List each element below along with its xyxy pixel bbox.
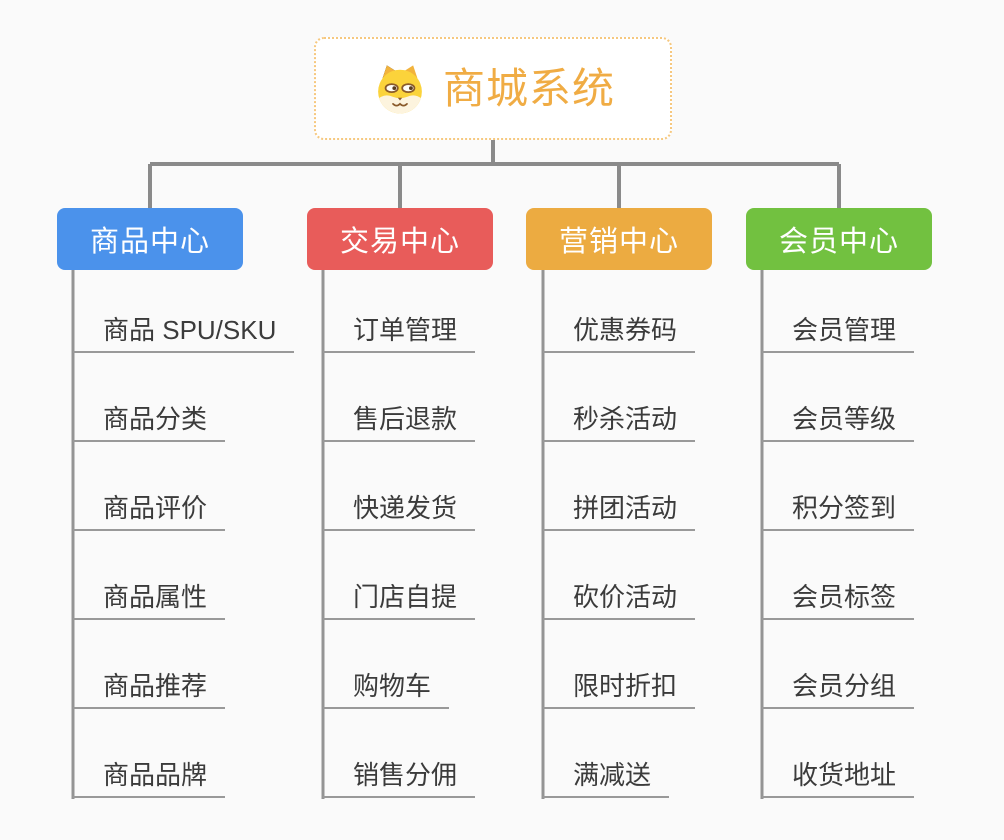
leaf-label: 快递发货 <box>353 493 458 524</box>
leaf-label: 销售分佣 <box>353 760 458 791</box>
leaf-label: 限时折扣 <box>573 671 678 702</box>
root-title: 商城系统 <box>442 64 615 112</box>
leaf-node[interactable]: 商品属性 <box>73 531 226 620</box>
leaf-label: 砍价活动 <box>573 582 678 613</box>
branch-node-marketing-center[interactable]: 营销中心 <box>526 208 712 270</box>
leaf-node[interactable]: 收货地址 <box>762 709 915 798</box>
leaf-node[interactable]: 会员管理 <box>762 264 915 353</box>
leaf-column-member: 会员管理 会员等级 积分签到 会员标签 会员分组 收货地址 <box>762 264 915 798</box>
leaf-label: 门店自提 <box>353 582 458 613</box>
branch-trunk-lines <box>71 270 764 799</box>
leaf-label: 售后退款 <box>353 404 458 435</box>
leaf-label: 商品推荐 <box>103 671 208 702</box>
leaf-label: 商品品牌 <box>103 760 208 791</box>
leaf-node[interactable]: 快递发货 <box>323 442 476 531</box>
leaf-node[interactable]: 商品品牌 <box>73 709 226 798</box>
leaf-label: 会员标签 <box>792 582 897 613</box>
leaf-node[interactable]: 会员等级 <box>762 353 915 442</box>
leaf-label: 购物车 <box>353 671 432 702</box>
leaf-node[interactable]: 售后退款 <box>323 353 476 442</box>
leaf-label: 会员等级 <box>792 404 897 435</box>
branch-node-member-center[interactable]: 会员中心 <box>746 208 932 270</box>
root-branch-connector <box>148 138 841 210</box>
leaf-label: 收货地址 <box>792 760 897 791</box>
leaf-node[interactable]: 积分签到 <box>762 442 915 531</box>
branch-node-trade-center[interactable]: 交易中心 <box>307 208 493 270</box>
leaf-node[interactable]: 秒杀活动 <box>543 353 696 442</box>
branch-label: 商品中心 <box>89 226 210 258</box>
leaf-node[interactable]: 商品评价 <box>73 442 226 531</box>
leaf-node[interactable]: 会员标签 <box>762 531 915 620</box>
leaf-label: 会员管理 <box>792 315 897 346</box>
leaf-node[interactable]: 拼团活动 <box>543 442 696 531</box>
leaf-label: 满减送 <box>573 760 652 791</box>
leaf-column-marketing: 优惠券码 秒杀活动 拼团活动 砍价活动 限时折扣 满减送 <box>543 264 696 798</box>
leaf-label: 商品分类 <box>103 404 208 435</box>
leaf-node[interactable]: 订单管理 <box>323 264 476 353</box>
leaf-label: 商品 SPU/SKU <box>103 315 277 346</box>
dog-eyes <box>384 82 416 93</box>
leaf-node[interactable]: 商品分类 <box>73 353 226 442</box>
leaf-node[interactable]: 购物车 <box>323 620 450 709</box>
leaf-node[interactable]: 商品推荐 <box>73 620 226 709</box>
branch-label: 交易中心 <box>339 226 460 258</box>
leaf-label: 订单管理 <box>353 315 458 346</box>
root-node[interactable]: 商城系统 <box>314 37 672 140</box>
leaf-node[interactable]: 销售分佣 <box>323 709 476 798</box>
leaf-label: 会员分组 <box>792 671 897 702</box>
leaf-label: 优惠券码 <box>573 315 678 346</box>
leaf-column-trade: 订单管理 售后退款 快递发货 门店自提 购物车 销售分佣 <box>323 264 476 798</box>
branch-label: 会员中心 <box>778 226 899 258</box>
leaf-label: 商品属性 <box>103 582 208 613</box>
leaf-label: 商品评价 <box>103 493 208 524</box>
branch-node-product-center[interactable]: 商品中心 <box>57 208 243 270</box>
leaf-label: 秒杀活动 <box>573 404 678 435</box>
leaf-node[interactable]: 优惠券码 <box>543 264 696 353</box>
leaf-label: 积分签到 <box>792 493 897 524</box>
leaf-node[interactable]: 砍价活动 <box>543 531 696 620</box>
leaf-column-product: 商品 SPU/SKU 商品分类 商品评价 商品属性 商品推荐 商品品牌 <box>73 264 295 798</box>
dog-icon <box>378 64 422 113</box>
leaf-label: 拼团活动 <box>573 493 678 524</box>
branch-label: 营销中心 <box>558 226 679 258</box>
leaf-node[interactable]: 门店自提 <box>323 531 476 620</box>
leaf-node[interactable]: 满减送 <box>543 709 670 798</box>
leaf-node[interactable]: 限时折扣 <box>543 620 696 709</box>
leaf-node[interactable]: 商品 SPU/SKU <box>73 264 295 353</box>
leaf-node[interactable]: 会员分组 <box>762 620 915 709</box>
